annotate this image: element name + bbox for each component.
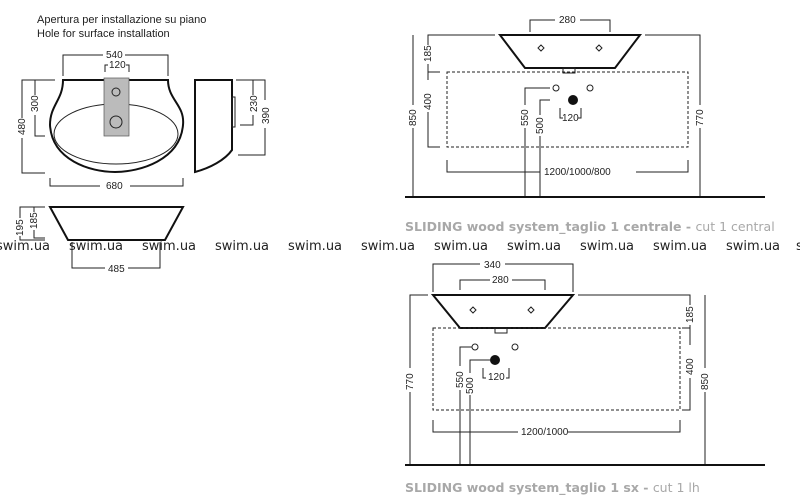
watermark: swim.ua xyxy=(580,239,634,254)
dim-680: 680 xyxy=(106,181,123,192)
dim-540: 540 xyxy=(106,50,123,61)
dim-770: 770 xyxy=(695,109,706,126)
basin-side-view xyxy=(194,79,233,174)
dim-550: 550 xyxy=(520,109,531,126)
dim-850: 850 xyxy=(700,373,711,390)
watermark: swim.ua xyxy=(142,239,196,254)
dim-400: 400 xyxy=(685,358,696,375)
watermark: swim.ua xyxy=(69,239,123,254)
dim-770: 770 xyxy=(405,373,416,390)
dim-850: 850 xyxy=(408,109,419,126)
lh-drawing: 340 280 120 185 400 850 770 550 500 1200… xyxy=(405,260,765,496)
basin-front-view xyxy=(48,206,185,241)
watermark-row: swim.ua swim.ua swim.ua swim.ua swim.ua … xyxy=(0,239,800,254)
watermark: swim.ua xyxy=(215,239,269,254)
dim-195: 195 xyxy=(15,219,26,236)
watermark: swim.ua xyxy=(796,239,800,254)
dim-400: 400 xyxy=(423,93,434,110)
drain-icon xyxy=(568,95,578,105)
dim-120: 120 xyxy=(488,372,505,383)
basin xyxy=(430,294,576,329)
cabinet xyxy=(446,71,689,148)
dim-185: 185 xyxy=(423,45,434,62)
dim-480: 480 xyxy=(17,118,28,135)
dim-185: 185 xyxy=(685,306,696,323)
basin xyxy=(497,34,643,69)
dim-width: 1200/1000/800 xyxy=(544,167,611,178)
caption-italian: Apertura per installazione su piano xyxy=(37,14,206,26)
watermark: swim.ua xyxy=(288,239,342,254)
dim-500: 500 xyxy=(535,117,546,134)
tap-hole-area xyxy=(103,77,130,137)
lh-title: SLIDING wood system_taglio 1 sx - cut 1 … xyxy=(405,480,700,496)
basin-top-view xyxy=(48,79,185,174)
dim-300: 300 xyxy=(30,95,41,112)
dim-280: 280 xyxy=(559,15,576,26)
dim-280: 280 xyxy=(492,275,509,286)
dim-390: 390 xyxy=(261,107,272,124)
dim-485: 485 xyxy=(108,264,125,275)
drain-icon xyxy=(490,355,500,365)
caption-english: Hole for surface installation xyxy=(37,28,170,40)
dim-500: 500 xyxy=(465,377,476,394)
central-drawing: 280 120 185 400 850 550 500 770 1200/100… xyxy=(405,15,775,235)
dim-120: 120 xyxy=(109,60,126,71)
watermark: swim.ua xyxy=(434,239,488,254)
dim-340: 340 xyxy=(484,260,501,271)
dim-550: 550 xyxy=(455,371,466,388)
watermark: swim.ua xyxy=(507,239,561,254)
cabinet xyxy=(432,327,681,411)
watermark: swim.ua xyxy=(361,239,415,254)
left-drawing: Apertura per installazione su piano Hole… xyxy=(15,14,272,275)
dim-230: 230 xyxy=(249,95,260,112)
dim-width: 1200/1000 xyxy=(521,427,569,438)
watermark: swim.ua xyxy=(726,239,780,254)
central-title: SLIDING wood system_taglio 1 centrale - … xyxy=(405,219,775,235)
watermark: swim.ua xyxy=(0,239,50,254)
watermark: swim.ua xyxy=(653,239,707,254)
dim-120: 120 xyxy=(562,113,579,124)
dim-185: 185 xyxy=(29,212,40,229)
